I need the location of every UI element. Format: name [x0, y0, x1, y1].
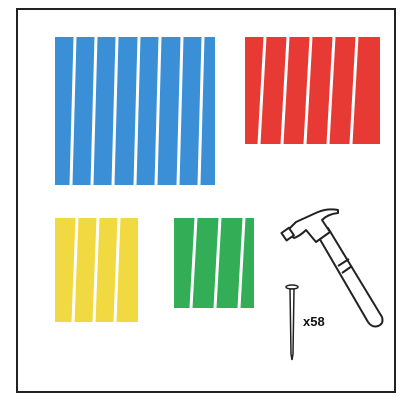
nail-count-label: x58 [303, 314, 325, 329]
blue-planks [55, 37, 215, 185]
nail-icon [286, 285, 298, 360]
red-planks [245, 37, 380, 144]
green-planks [174, 218, 254, 308]
yellow-planks [55, 218, 138, 322]
hammer-icon [281, 209, 382, 326]
